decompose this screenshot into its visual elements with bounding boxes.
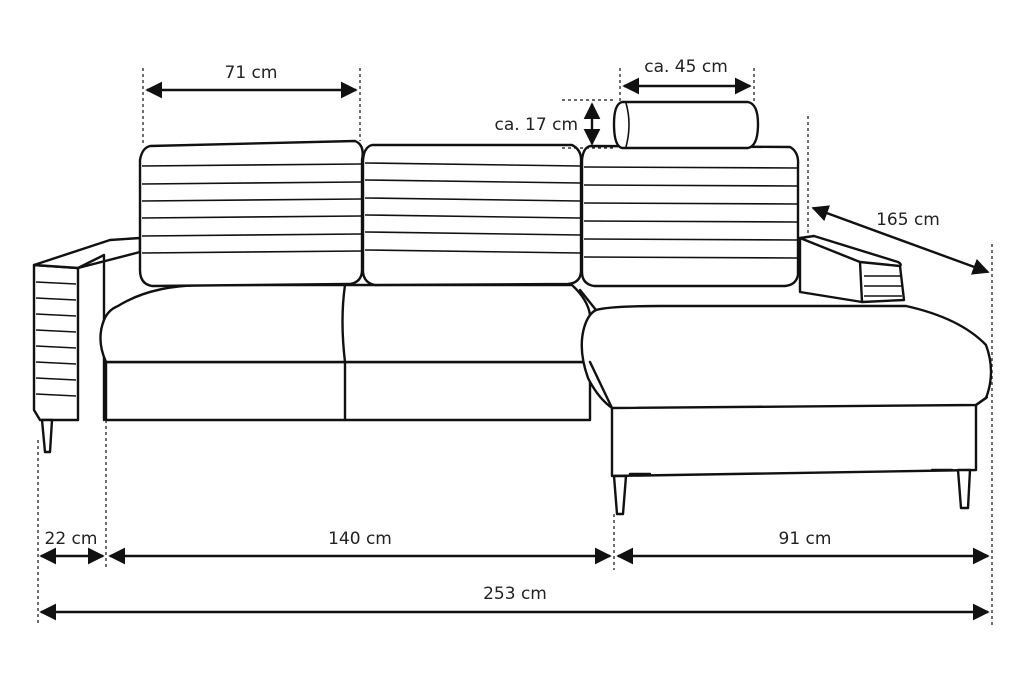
dimension-lines bbox=[39, 77, 990, 621]
sofa-outline bbox=[32, 100, 993, 516]
label-headrest-height: ca. 17 cm bbox=[494, 115, 578, 135]
right-armrest bbox=[798, 234, 906, 304]
label-armrest-width: 22 cm bbox=[45, 529, 98, 549]
back-cushion-middle bbox=[361, 143, 583, 287]
main-seats bbox=[99, 283, 592, 422]
chaise-longue bbox=[578, 288, 993, 478]
label-headrest-width: ca. 45 cm bbox=[644, 57, 728, 77]
headrest bbox=[612, 100, 760, 150]
label-back-cushion-width: 71 cm bbox=[225, 63, 278, 83]
back-cushion-right bbox=[580, 144, 800, 288]
label-total-width: 253 cm bbox=[483, 584, 547, 604]
label-chaise-width: 91 cm bbox=[779, 529, 832, 549]
extension-lines bbox=[37, 68, 993, 625]
left-armrest bbox=[32, 236, 142, 422]
label-middle-width: 140 cm bbox=[328, 529, 392, 549]
dim-line-chaise-depth bbox=[811, 205, 990, 275]
back-cushion-left bbox=[138, 139, 364, 288]
label-chaise-depth: 165 cm bbox=[876, 210, 940, 230]
dimension-labels: 71 cm ca. 45 cm ca. 17 cm 165 cm 22 cm 1… bbox=[45, 57, 940, 604]
sofa-legs bbox=[40, 418, 972, 516]
